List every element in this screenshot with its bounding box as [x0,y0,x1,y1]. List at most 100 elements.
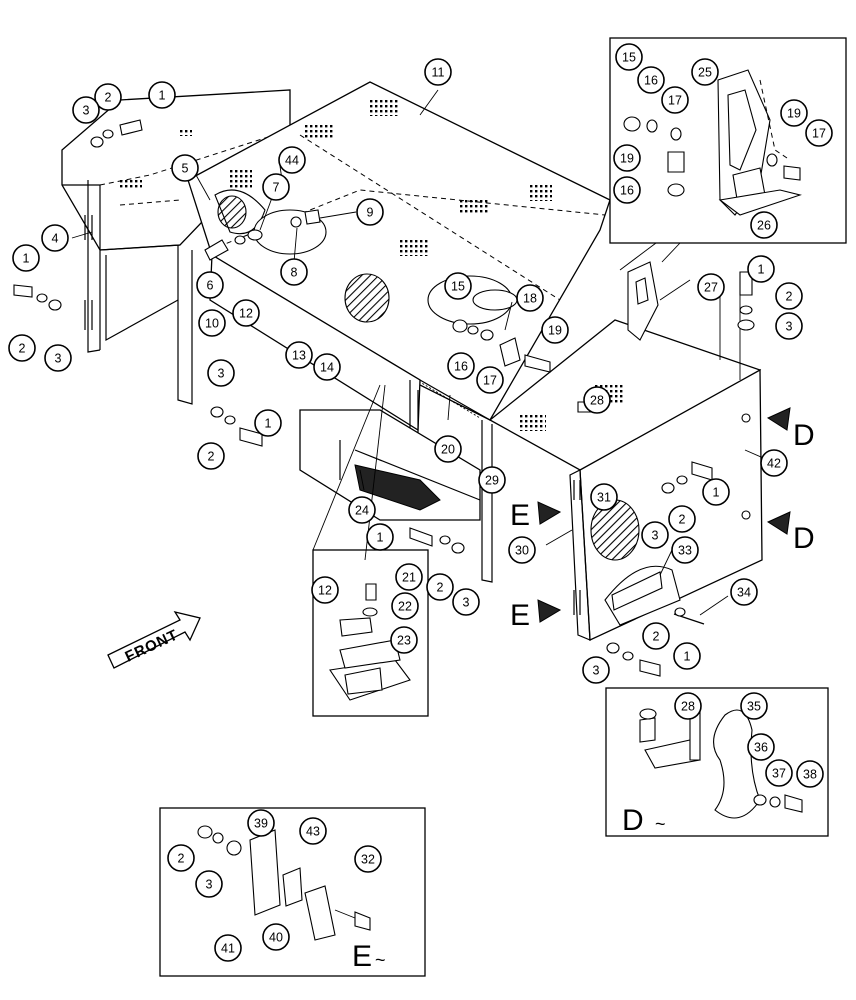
view-mark-e-upper: E [510,499,530,532]
callout-19: 19 [780,99,808,127]
callout-5: 5 [171,154,199,182]
callout-number: 8 [291,266,298,280]
callout-number: 3 [786,320,793,334]
callout-4: 4 [41,224,69,252]
callout-18: 18 [516,284,544,312]
callout-3: 3 [195,870,223,898]
d-detail-inset: D ~ [605,687,829,837]
callout-number: 1 [713,486,720,500]
leader-lines [71,89,769,616]
callout-number: 26 [757,219,771,233]
callout-number: 12 [318,584,332,598]
callout-8: 8 [280,258,308,286]
latch-on-box [627,261,659,341]
callout-number: 1 [377,531,384,545]
callout-25: 25 [691,58,719,86]
e-lower-arrow-icon [537,599,562,623]
inset-mark-e: E [352,940,372,973]
callout-number: 25 [698,66,712,80]
e-upper-arrow-icon [537,501,562,525]
callout-29: 29 [478,466,506,494]
callout-2: 2 [668,505,696,533]
callout-number: 3 [83,104,90,118]
callout-1: 1 [12,244,40,272]
callout-2: 2 [94,83,122,111]
callout-number: 33 [678,544,692,558]
callout-35: 35 [740,692,768,720]
callout-number: 41 [221,942,235,956]
callout-30: 30 [508,536,536,564]
callout-number: 5 [182,162,189,176]
pad-inset [312,384,429,717]
callout-41: 41 [214,934,242,962]
callout-number: 2 [786,290,793,304]
callout-31: 31 [590,483,618,511]
callout-number: 3 [206,878,213,892]
callout-number: 2 [19,342,26,356]
callout-number: 15 [451,280,465,294]
callout-3: 3 [72,96,100,124]
callout-number: 9 [367,206,374,220]
callout-number: 10 [205,317,219,331]
view-arrows: D D E E [510,407,815,632]
callout-number: 36 [754,741,768,755]
callout-number: 14 [320,361,334,375]
front-arrow: FRONT [107,610,201,669]
callout-16: 16 [613,176,641,204]
callout-number: 1 [684,650,691,664]
view-mark-d-top: D [793,419,815,452]
front-label: FRONT [123,626,182,665]
callout-23: 23 [390,626,418,654]
callout-43: 43 [299,817,327,845]
callout-number: 34 [737,586,751,600]
inset-mark-d: D [622,804,644,837]
callout-number: 4 [52,232,59,246]
callout-34: 34 [730,578,758,606]
callout-number: 2 [208,450,215,464]
callout-number: 28 [590,394,604,408]
callout-26: 26 [750,211,778,239]
callout-number: 17 [668,94,682,108]
callout-number: 7 [273,181,280,195]
callout-36: 36 [747,733,775,761]
callout-number: 30 [515,544,529,558]
callout-number: 42 [767,457,781,471]
callout-number: 2 [105,91,112,105]
callout-number: 17 [812,127,826,141]
callout-number: 24 [355,504,369,518]
callout-33: 33 [671,536,699,564]
callout-number: 27 [704,281,718,295]
callout-number: 35 [747,700,761,714]
right-side-box [488,290,763,641]
callout-number: 1 [265,417,272,431]
callout-15: 15 [444,272,472,300]
callout-10: 10 [198,309,226,337]
callout-1: 1 [747,255,775,283]
callout-2: 2 [8,334,36,362]
callout-number: 18 [523,292,537,306]
callout-number: 17 [483,374,497,388]
callout-2: 2 [775,282,803,310]
callout-number: 29 [485,474,499,488]
callout-44: 44 [278,146,306,174]
callout-3: 3 [452,588,480,616]
callout-number: 16 [644,74,658,88]
callout-2: 2 [197,442,225,470]
callout-1: 1 [702,478,730,506]
callout-2: 2 [167,844,195,872]
callout-number: 2 [679,513,686,527]
callout-2: 2 [426,573,454,601]
callout-number: 3 [652,529,659,543]
hardware-parts [13,119,755,677]
callout-number: 37 [772,767,786,781]
view-mark-d-side: D [793,522,815,555]
callout-number: 43 [306,825,320,839]
callout-number: 22 [398,600,412,614]
callout-22: 22 [391,592,419,620]
callout-number: 3 [463,596,470,610]
callout-3: 3 [582,656,610,684]
callout-number: 11 [432,66,445,80]
callout-1: 1 [254,409,282,437]
d-top-arrow-icon [766,407,791,431]
